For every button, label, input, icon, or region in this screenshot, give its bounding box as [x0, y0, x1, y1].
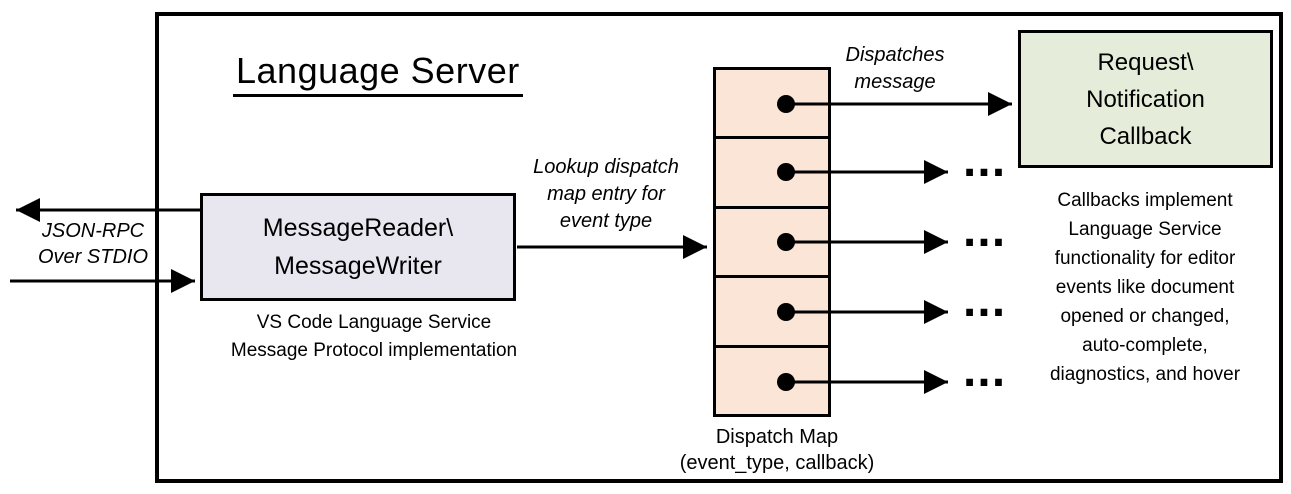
diagram-title: Language Server: [233, 50, 523, 97]
message-reader-writer-box: MessageReader\ MessageWriter: [200, 193, 516, 301]
dispatch-map-caption: Dispatch Map (event_type, callback): [679, 426, 875, 474]
dispatch-map-cell: [716, 205, 828, 275]
dispatch-map-cell: [716, 275, 828, 344]
dispatch-map-cell: [716, 70, 828, 136]
message-box-caption: VS Code Language Service Message Protoco…: [230, 312, 518, 361]
dispatches-message-label: Dispatches message: [845, 44, 945, 93]
lookup-dispatch-label: Lookup dispatch map entry for event type: [533, 156, 679, 232]
request-notification-callback-box: Request\ Notification Callback: [1018, 30, 1273, 168]
json-rpc-stdio-label: JSON-RPC Over STDIO: [37, 220, 148, 268]
request-notification-callback-label: Request\ Notification Callback: [1086, 48, 1205, 150]
dispatch-map-cell: [716, 344, 828, 414]
callbacks-note: Callbacks implement Language Service fun…: [1049, 190, 1241, 385]
dispatch-map-cell: [716, 136, 828, 205]
dispatch-map: [713, 67, 831, 417]
language-server-box: [155, 12, 1283, 483]
message-reader-writer-label: MessageReader\ MessageWriter: [262, 214, 454, 280]
